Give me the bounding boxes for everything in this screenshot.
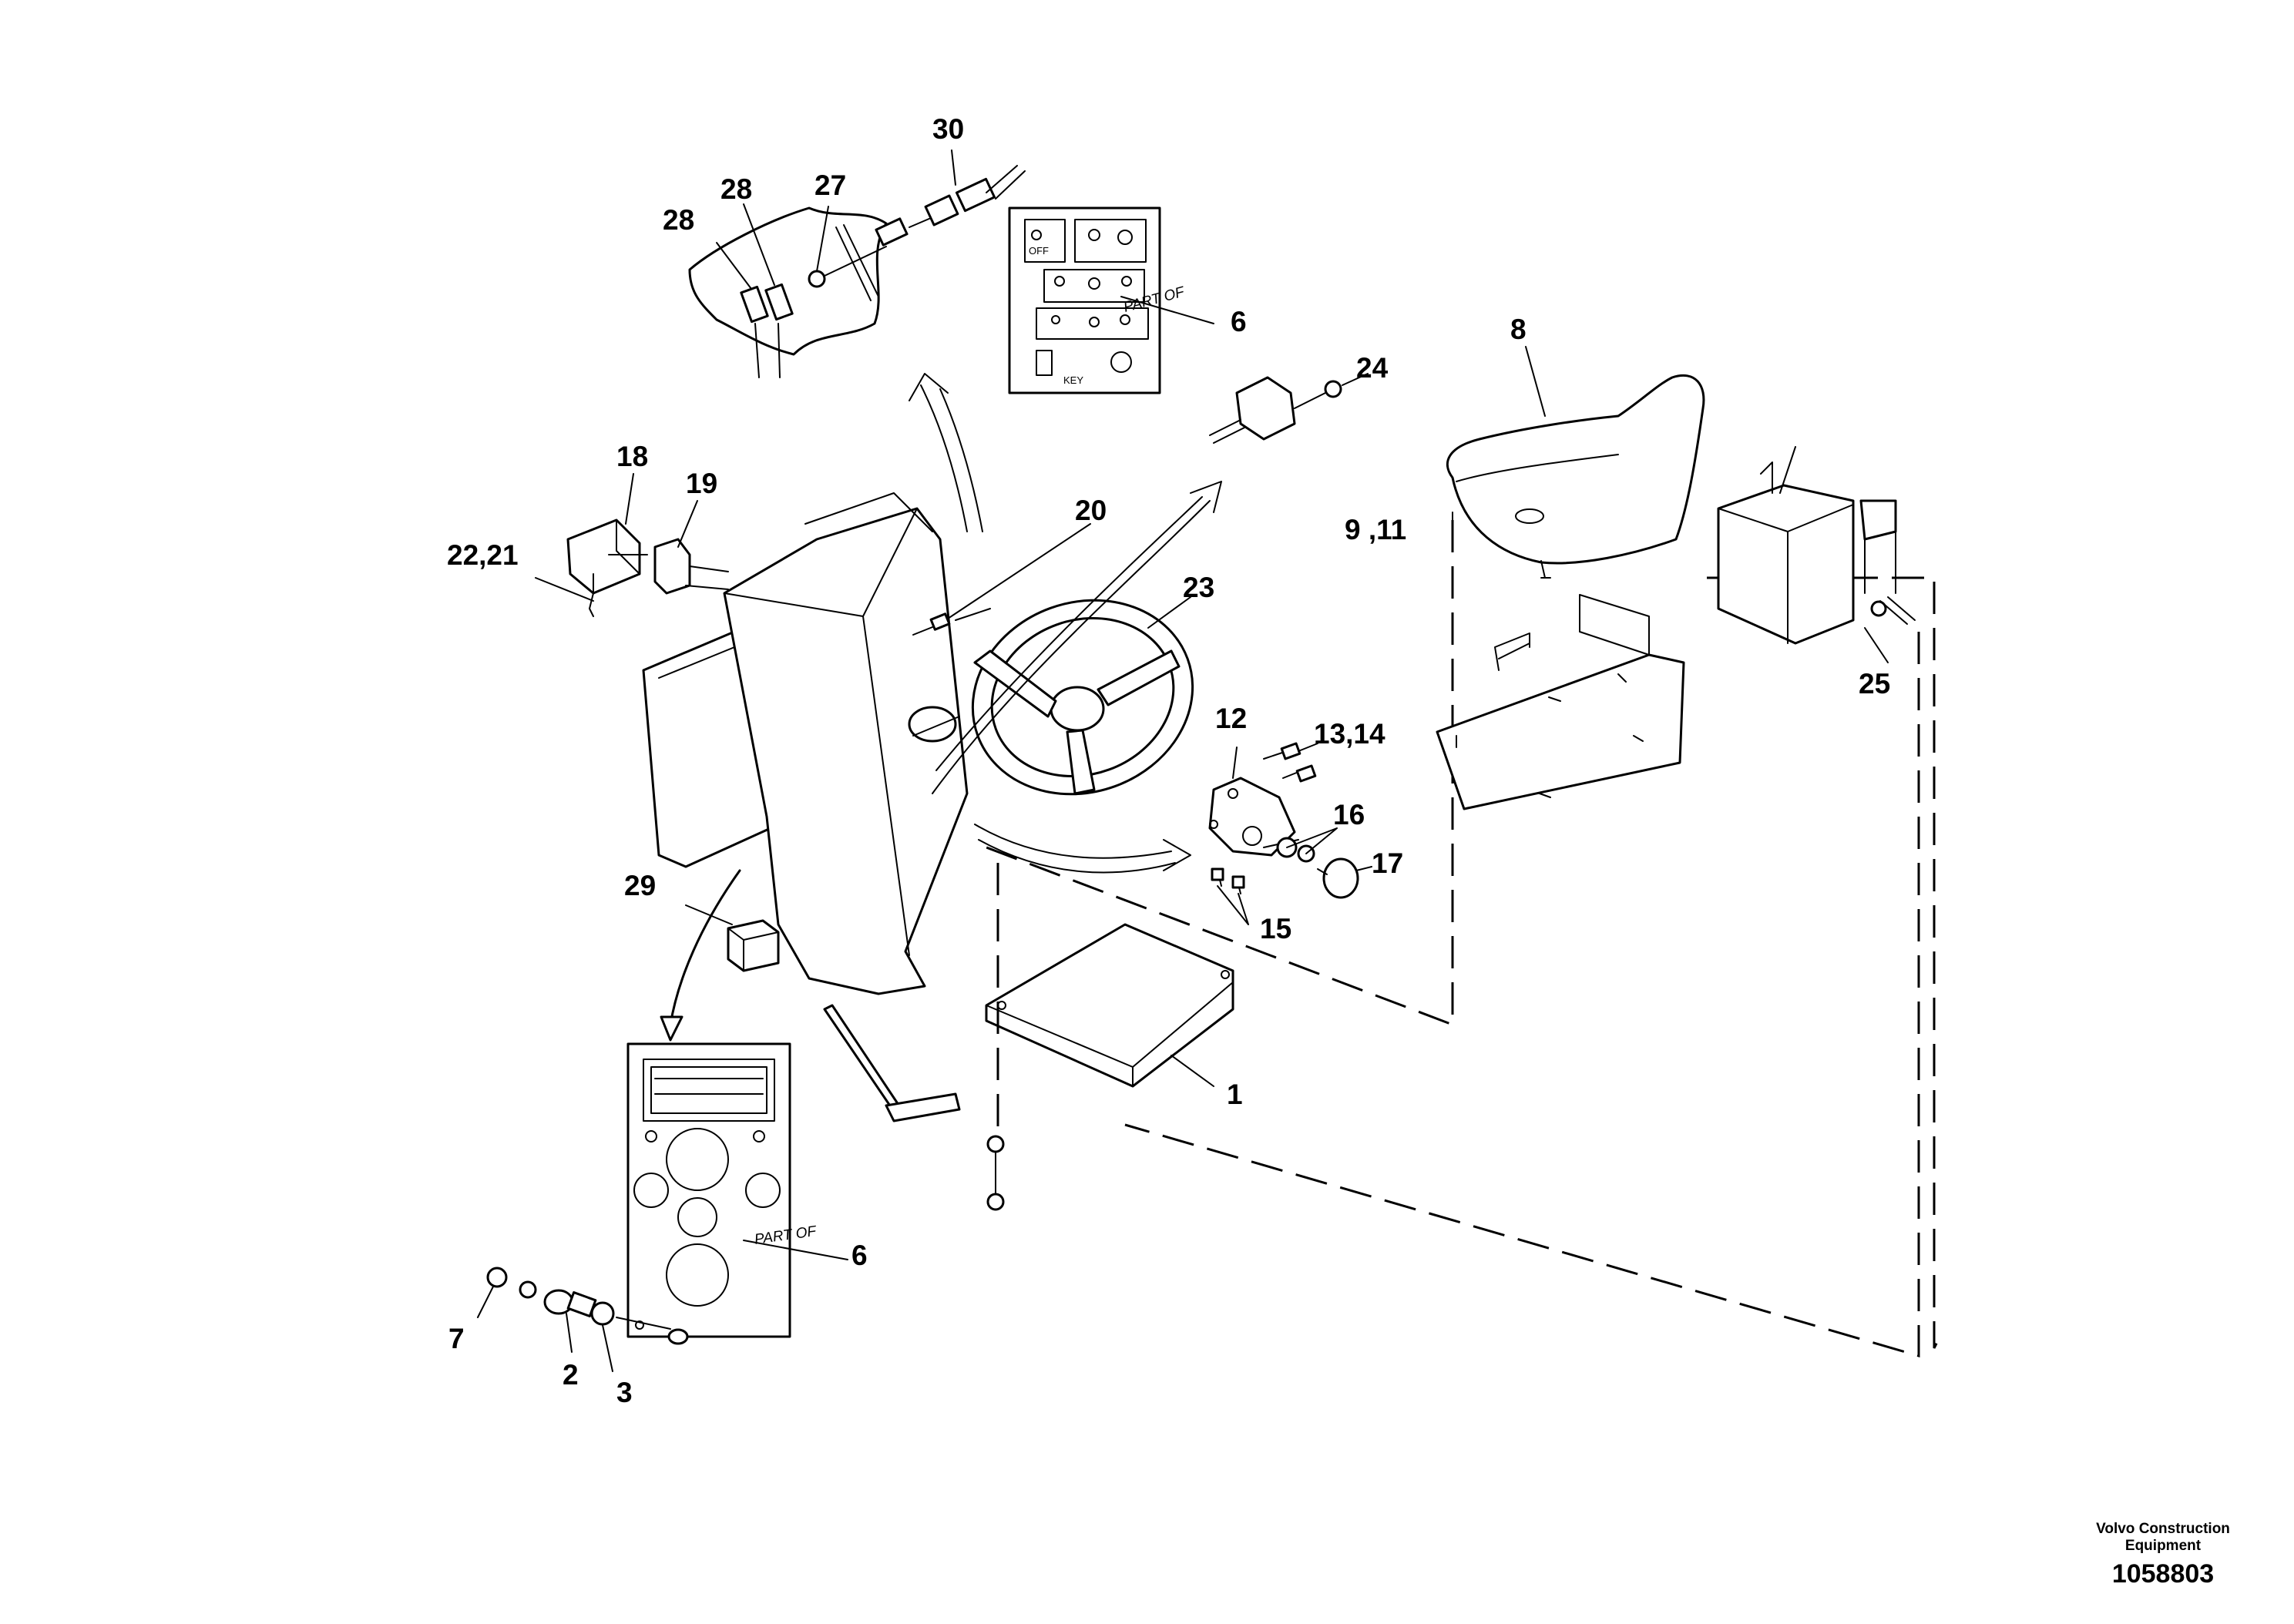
callout-25: 25 xyxy=(1859,668,1890,700)
leader-line-24 xyxy=(1342,373,1369,386)
leader-line-20 xyxy=(947,523,1091,619)
leader-line-17 xyxy=(1355,866,1372,871)
key-switch-24 xyxy=(1209,376,1342,444)
leader-line-30 xyxy=(951,149,956,186)
bolt-20 xyxy=(912,608,991,636)
callout-8: 8 xyxy=(1510,314,1527,345)
leader-line-6-lower xyxy=(743,1240,848,1260)
callout-1: 1 xyxy=(1227,1079,1243,1110)
leader-line-25 xyxy=(1864,627,1889,663)
seat-mount-bracket xyxy=(1436,594,1685,810)
leader-line-29 xyxy=(685,904,733,925)
leader-line-27 xyxy=(816,206,829,272)
callout-22-21: 22,21 xyxy=(447,539,519,571)
callout-7: 7 xyxy=(448,1323,465,1354)
drawing-number: 1058803 xyxy=(2111,1559,2215,1589)
callout-15: 15 xyxy=(1260,913,1291,945)
steering-wheel xyxy=(971,599,1194,796)
flow-arrows xyxy=(660,373,1222,1042)
callout-28-right: 28 xyxy=(720,173,752,205)
leader-line-22-21 xyxy=(535,577,594,602)
leader-line-23 xyxy=(1147,596,1191,629)
leader-line-15 xyxy=(1217,885,1249,925)
callout-17: 17 xyxy=(1372,847,1403,879)
svg-text:OFF: OFF xyxy=(1029,245,1049,257)
callout-2: 2 xyxy=(563,1359,579,1391)
control-lever-assembly xyxy=(1717,446,1916,645)
callout-27: 27 xyxy=(814,169,846,201)
leader-line-2 xyxy=(566,1313,573,1353)
steering-valve xyxy=(1208,742,1359,899)
callout-9-11: 9 ,11 xyxy=(1345,514,1406,545)
wiring-harness-detail xyxy=(688,165,1026,378)
main-console xyxy=(642,492,1234,1122)
leader-line-28a xyxy=(716,242,752,290)
callout-6-lower: 6 xyxy=(851,1240,868,1271)
callout-30: 30 xyxy=(932,113,964,145)
lower-gauge-panel xyxy=(626,1042,791,1338)
leader-line-12 xyxy=(1232,747,1238,779)
callout-24: 24 xyxy=(1356,352,1389,384)
leader-line-16 xyxy=(1286,827,1338,854)
callout-3: 3 xyxy=(616,1377,633,1408)
leader-line-13-14 xyxy=(1298,743,1318,752)
leader-line-28b xyxy=(743,203,775,286)
callout-18: 18 xyxy=(616,441,648,472)
callout-12: 12 xyxy=(1215,703,1247,734)
svg-text:KEY: KEY xyxy=(1063,374,1083,386)
drawing-footer: Volvo Construction Equipment 1058803 xyxy=(2074,1521,2252,1589)
callout-labels: 30 28 28 27 6 24 8 18 19 22,21 20 23 9 ,… xyxy=(447,113,1890,1408)
console-mount-studs xyxy=(986,863,1005,1211)
relay-29 xyxy=(727,919,780,972)
leader-line-3 xyxy=(602,1324,613,1372)
leader-line-6-upper xyxy=(1120,296,1214,324)
leader-line-1 xyxy=(1171,1055,1214,1087)
callout-23: 23 xyxy=(1183,572,1214,603)
callout-20: 20 xyxy=(1075,495,1107,526)
operator-seat xyxy=(1446,374,1705,579)
callout-19: 19 xyxy=(686,468,717,499)
leader-line-8 xyxy=(1525,346,1546,417)
organization-name: Volvo Construction Equipment xyxy=(2096,1521,2230,1554)
leader-line-7 xyxy=(477,1286,494,1318)
leader-line-19 xyxy=(677,500,698,548)
steering-column-knob xyxy=(908,706,960,743)
leader-line-18 xyxy=(625,473,634,525)
callout-13-14: 13,14 xyxy=(1314,718,1385,750)
callout-28-left: 28 xyxy=(663,204,694,236)
callout-6-upper: 6 xyxy=(1231,306,1247,337)
callout-16: 16 xyxy=(1333,799,1365,830)
callout-29: 29 xyxy=(624,870,656,901)
cabin-side-electric-box xyxy=(566,518,729,617)
panel-hardware xyxy=(486,1267,689,1345)
